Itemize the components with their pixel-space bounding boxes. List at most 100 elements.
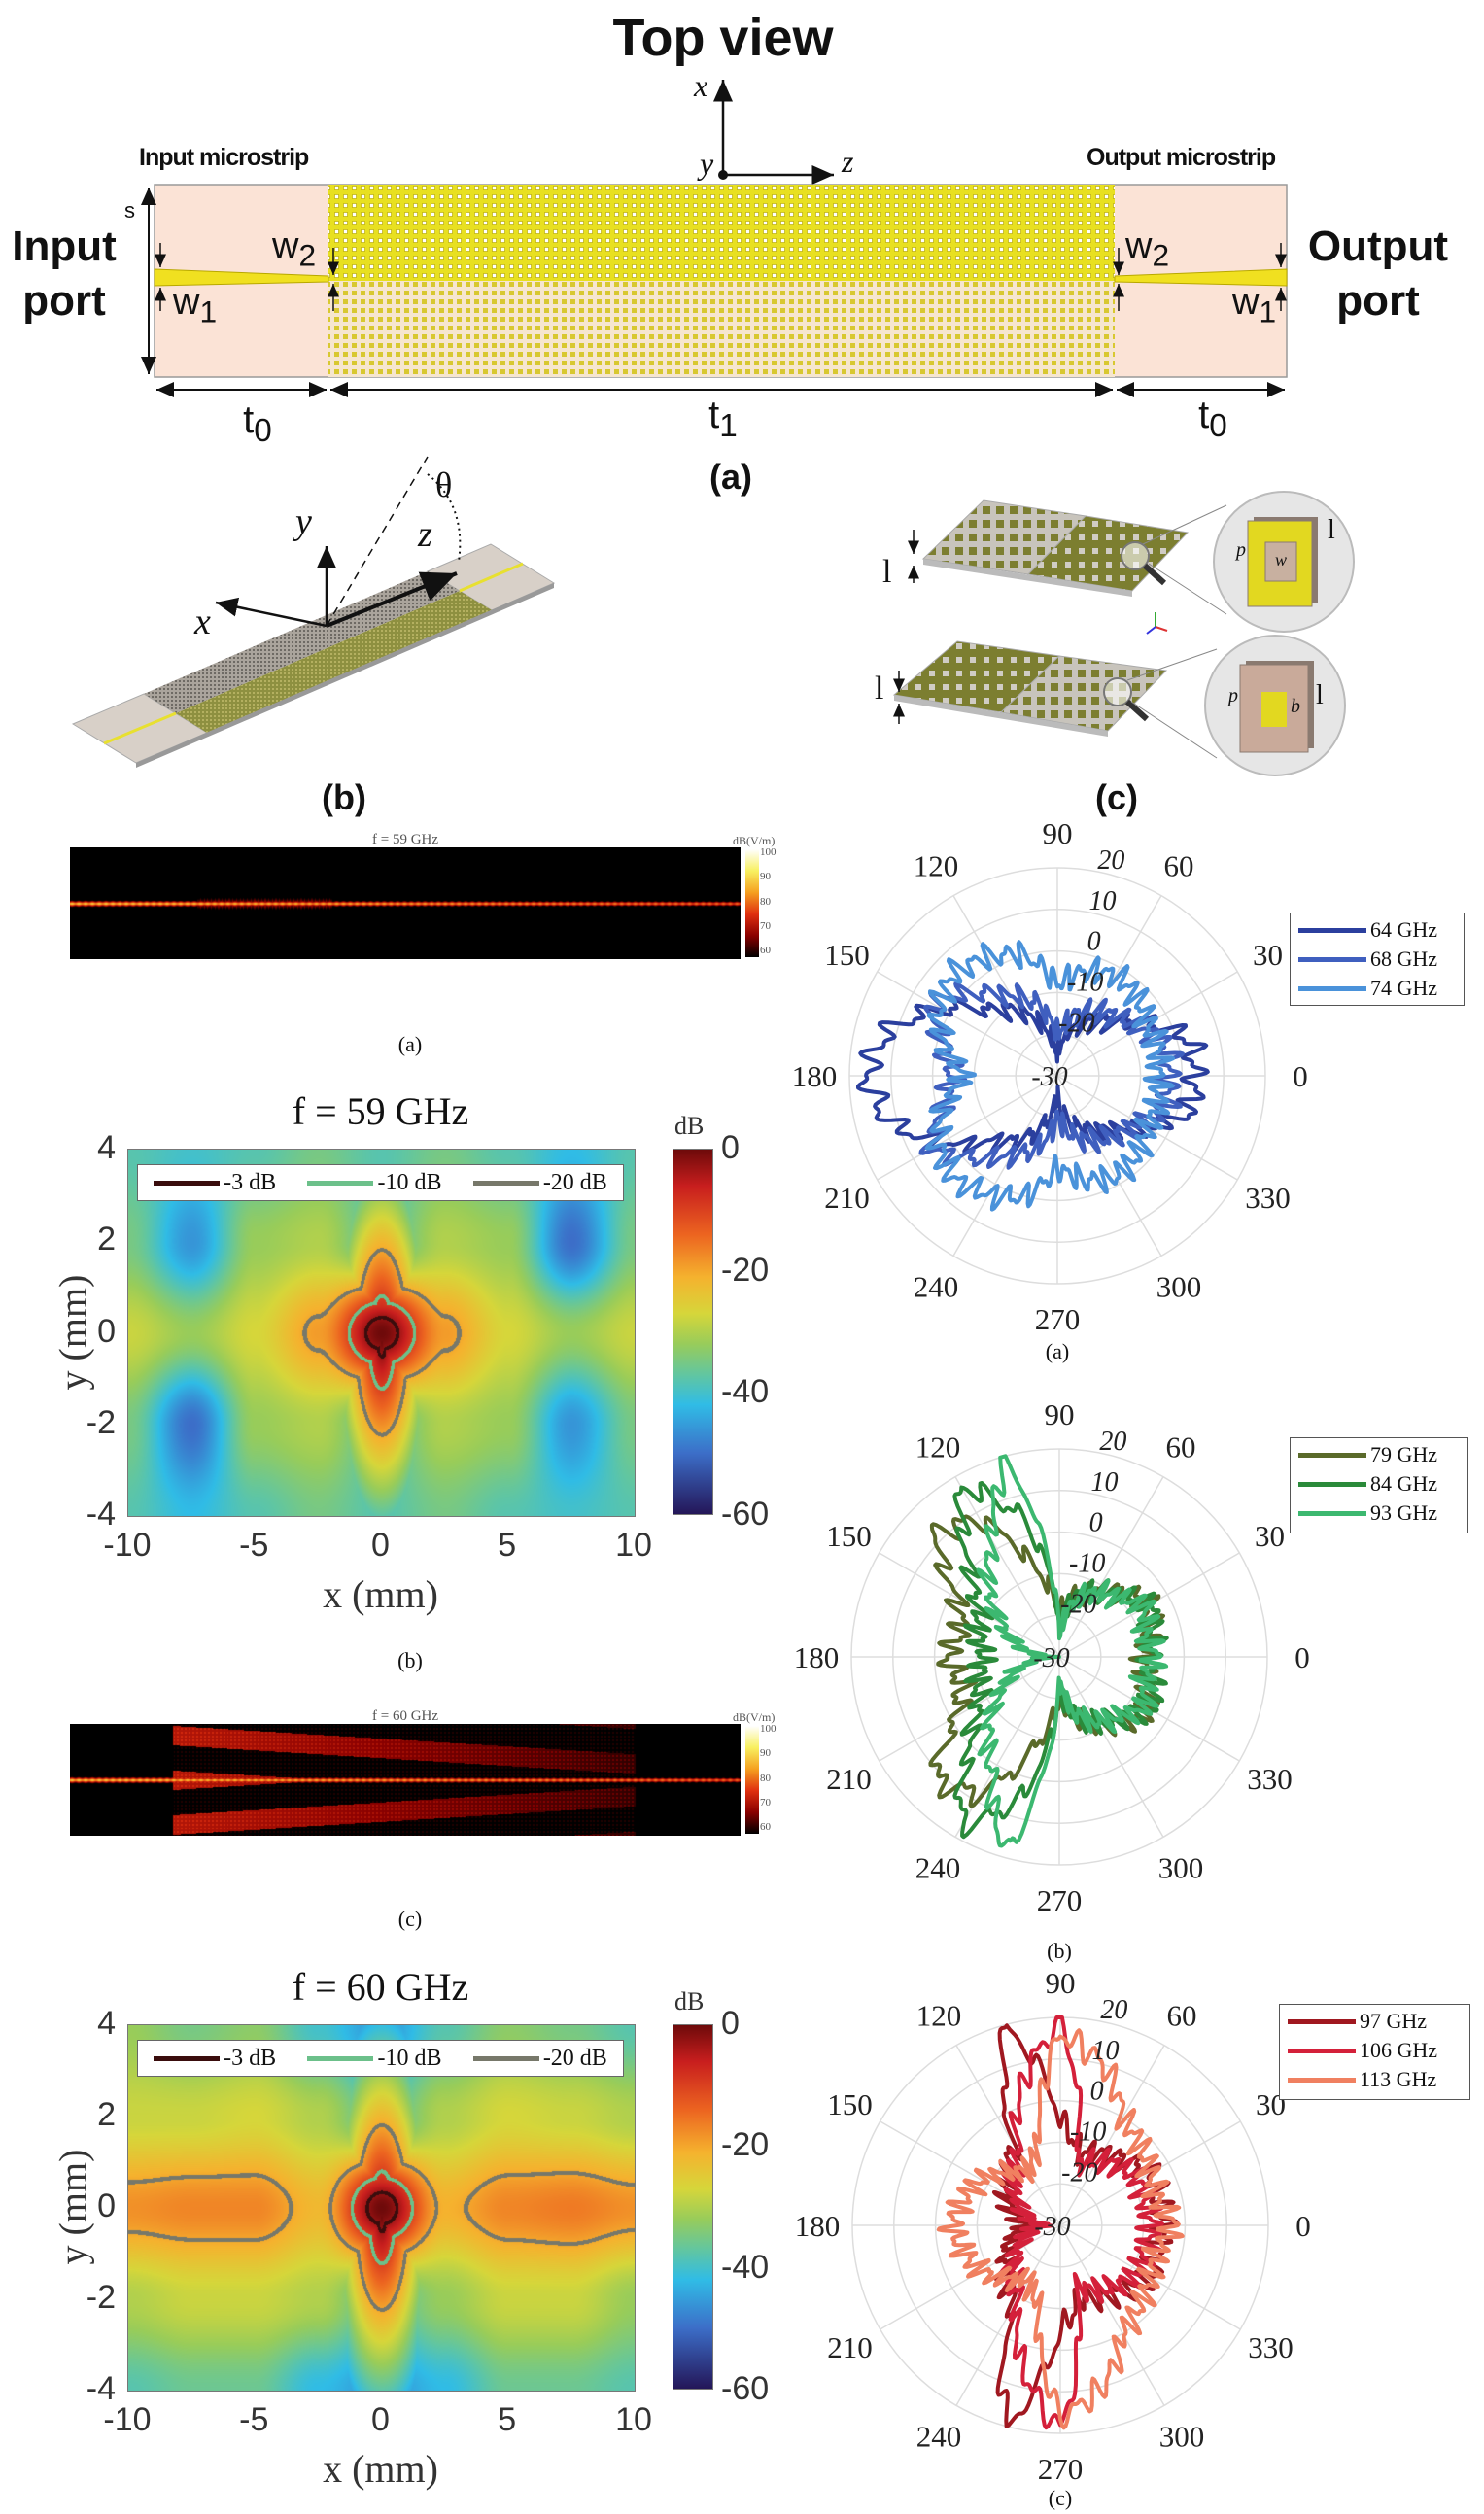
- theta-tick-label: 90: [1046, 1966, 1076, 2000]
- theta-tick-label: 210: [826, 1762, 872, 1796]
- strip-title: f = 59 GHz: [371, 832, 439, 847]
- polar-caption: (b): [1047, 1939, 1072, 1963]
- legend-item: -20 dB: [472, 2045, 607, 2072]
- legend-item: 84 GHz: [1291, 1469, 1467, 1498]
- legend-label: 84 GHz: [1370, 1471, 1438, 1496]
- theta-tick-label: 0: [1293, 1059, 1308, 1093]
- strip-caption: (c): [397, 1907, 423, 1931]
- axes-3d: [215, 456, 462, 628]
- t0-label-right: t0: [1198, 394, 1227, 445]
- legend-label: -20 dB: [542, 2045, 607, 2071]
- legend-line-swatch: [307, 1181, 374, 1187]
- colorbar-tick: -60: [721, 1496, 770, 1533]
- polar-caption: (a): [1045, 1339, 1070, 1363]
- legend-label: -10 dB: [377, 1169, 442, 1195]
- legend-item: -10 dB: [307, 1170, 441, 1196]
- legend-line-swatch: [1298, 956, 1366, 962]
- y-axis-label: y (mm): [51, 2149, 95, 2265]
- radial-tick-label: -10: [1067, 968, 1103, 998]
- p-label-top: p: [1236, 539, 1246, 561]
- strip-colorbar-tick: 80: [760, 1772, 771, 1784]
- legend-line-swatch: [1288, 2018, 1356, 2024]
- w-subscript: 2: [1152, 237, 1170, 273]
- legend-line-swatch: [472, 2056, 539, 2062]
- theta-tick-label: 60: [1164, 848, 1194, 882]
- polar-plot: 030609012015018021024027030033020100-10-…: [792, 816, 1308, 1336]
- t-symbol: t: [708, 394, 720, 436]
- colorbar: [673, 1149, 713, 1515]
- caption-unit-cells-c: (c): [1095, 777, 1138, 817]
- y-tick-label: -2: [86, 1403, 116, 1441]
- colorbar-tick: -40: [721, 1373, 770, 1411]
- field-strip-heatmap: [70, 1724, 741, 1836]
- radial-tick-label: 0: [1090, 2077, 1104, 2107]
- unit-cell-diagram: [892, 491, 1355, 776]
- polar-grid-spoke: [877, 971, 1058, 1077]
- axis-y-label: y: [700, 146, 714, 181]
- x-tick-label: -5: [239, 1527, 269, 1564]
- x-tick-label: 5: [498, 1527, 517, 1564]
- theta-tick-label: 240: [915, 1851, 961, 1885]
- colorbar-tick: -60: [721, 2370, 770, 2407]
- colorbar-tick: -20: [721, 1251, 770, 1289]
- polar-grid-spoke: [952, 1075, 1058, 1257]
- output-microstrip-line: [1114, 268, 1288, 287]
- radial-tick-label: -20: [1058, 1008, 1094, 1038]
- colorbar-tick: 0: [721, 1129, 740, 1166]
- theta-tick-label: 0: [1295, 2209, 1311, 2243]
- p-label-bottom: p: [1228, 685, 1238, 706]
- caption-top-a: (a): [709, 457, 752, 497]
- w2-label-right: w2: [1125, 225, 1169, 274]
- x-axis-label: x (mm): [323, 1572, 438, 1616]
- l-label-top-plate: l: [882, 554, 892, 590]
- polar-series-line: [918, 981, 1185, 1170]
- legend-item: 68 GHz: [1291, 945, 1464, 974]
- radial-tick-label: 10: [1091, 1467, 1119, 1498]
- legend-item: -20 dB: [472, 1170, 607, 1196]
- radial-tick-label: -10: [1069, 1549, 1105, 1579]
- legend-line-swatch: [1298, 927, 1366, 933]
- t0-label-left: t0: [243, 398, 272, 450]
- contour-legend: -3 dB-10 dB-20 dB: [137, 2040, 624, 2077]
- w-subscript: 1: [199, 293, 218, 329]
- input-port-line2: port: [22, 277, 106, 325]
- theta-tick-label: 270: [1035, 1302, 1081, 1336]
- polar-series-line: [936, 2028, 1185, 2430]
- theta-tick-label: 330: [1245, 1181, 1291, 1215]
- x-tick-label: 0: [371, 1527, 390, 1564]
- w1-label-left: w1: [173, 282, 217, 330]
- polar-grid-spoke: [1056, 1075, 1162, 1257]
- w-symbol: w: [1125, 225, 1153, 266]
- theta-tick-label: 300: [1159, 2420, 1205, 2454]
- radial-tick-label: 10: [1092, 2036, 1120, 2066]
- colorbar-tick: -40: [721, 2248, 770, 2286]
- w-symbol: w: [272, 225, 299, 266]
- b-label: b: [1291, 696, 1300, 717]
- theta-tick-label: 90: [1045, 1397, 1075, 1431]
- y-tick-label: 2: [97, 1221, 116, 1258]
- coordinate-axes: [713, 80, 834, 185]
- theta-tick-label: 210: [827, 2330, 873, 2364]
- colorbar-tick: 0: [721, 2005, 740, 2042]
- legend-line-swatch: [307, 2056, 374, 2062]
- colorbar-label: dB: [674, 1987, 705, 2015]
- theta-tick-label: 150: [824, 938, 870, 972]
- input-port-line1: Input: [12, 223, 117, 270]
- t1-label: t1: [708, 394, 738, 445]
- colorbar-label: dB: [674, 1112, 705, 1140]
- polar-grid-spoke: [877, 1075, 1058, 1181]
- legend-label: -3 dB: [224, 1169, 277, 1195]
- field-heatmap: [127, 1149, 636, 1517]
- heatmap-title: f = 60 GHz: [292, 1965, 469, 2009]
- x-tick-label: 0: [371, 2401, 390, 2438]
- theta-tick-label: 330: [1247, 1762, 1293, 1796]
- theta-tick-label: 180: [794, 1640, 840, 1674]
- magnifier-icon: [1103, 541, 1167, 722]
- legend-line-swatch: [1288, 2077, 1356, 2083]
- top-view-title: Top view: [612, 9, 834, 67]
- s-label: s: [124, 198, 135, 223]
- t-symbol: t: [1198, 394, 1210, 436]
- theta-tick-label: 180: [792, 1059, 838, 1093]
- theta-tick-label: 210: [824, 1181, 870, 1215]
